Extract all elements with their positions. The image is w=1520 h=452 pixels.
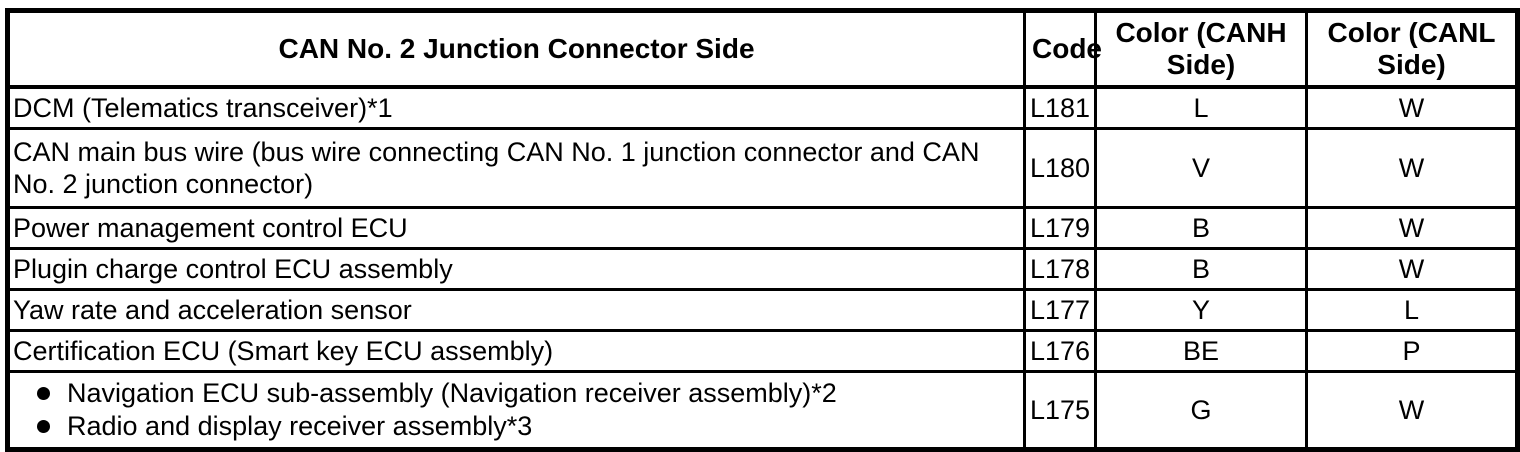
- canl-color-cell: P: [1305, 328, 1519, 373]
- device-cell: Yaw rate and acceleration sensor: [6, 287, 1026, 332]
- device-cell: Navigation ECU sub-assembly (Navigation …: [6, 369, 1026, 451]
- table-row: Yaw rate and acceleration sensor L177 Y …: [6, 287, 1519, 332]
- canh-color-cell: B: [1094, 205, 1308, 250]
- can-junction-connector-table: CAN No. 2 Junction Connector Side Code C…: [5, 8, 1520, 452]
- code-cell: L181: [1023, 85, 1097, 130]
- table-row: Plugin charge control ECU assembly L178 …: [6, 246, 1519, 291]
- canh-color-cell: B: [1094, 246, 1308, 291]
- table-row: DCM (Telematics transceiver)*1 L181 L W: [6, 85, 1519, 130]
- code-cell: L178: [1023, 246, 1097, 291]
- bullet-item-label: Navigation ECU sub-assembly (Navigation …: [67, 377, 837, 408]
- canh-color-cell: BE: [1094, 328, 1308, 373]
- canl-color-cell: L: [1305, 287, 1519, 332]
- col-header-canl-color: Color (CANL Side): [1305, 9, 1519, 90]
- canh-color-cell: G: [1094, 369, 1308, 451]
- table-body: DCM (Telematics transceiver)*1 L181 L W …: [6, 85, 1519, 451]
- col-header-canh-color: Color (CANH Side): [1094, 9, 1308, 90]
- code-cell: L176: [1023, 328, 1097, 373]
- canh-color-cell: L: [1094, 85, 1308, 130]
- canh-color-cell: V: [1094, 126, 1308, 209]
- code-cell: L177: [1023, 287, 1097, 332]
- code-cell: L175: [1023, 369, 1097, 451]
- col-header-connector-side: CAN No. 2 Junction Connector Side: [6, 9, 1026, 90]
- canl-color-cell: W: [1305, 126, 1519, 209]
- canl-color-cell: W: [1305, 85, 1519, 130]
- bullet-icon: [37, 419, 50, 433]
- bullet-list-item: Navigation ECU sub-assembly (Navigation …: [13, 377, 1021, 410]
- canl-color-cell: W: [1305, 246, 1519, 291]
- canl-color-cell: W: [1305, 205, 1519, 250]
- table-row: Certification ECU (Smart key ECU assembl…: [6, 328, 1519, 373]
- table-row: Navigation ECU sub-assembly (Navigation …: [6, 369, 1519, 451]
- code-cell: L180: [1023, 126, 1097, 209]
- bullet-list-item: Radio and display receiver assembly*3: [13, 410, 1021, 443]
- device-cell: Power management control ECU: [6, 205, 1026, 250]
- device-cell: DCM (Telematics transceiver)*1: [6, 85, 1026, 130]
- canh-color-cell: Y: [1094, 287, 1308, 332]
- device-cell: Plugin charge control ECU assembly: [6, 246, 1026, 291]
- header-row: CAN No. 2 Junction Connector Side Code C…: [6, 9, 1519, 90]
- col-header-code: Code: [1023, 9, 1102, 90]
- table-row: CAN main bus wire (bus wire connecting C…: [6, 126, 1519, 209]
- device-cell: CAN main bus wire (bus wire connecting C…: [6, 126, 1026, 209]
- table-row: Power management control ECU L179 B W: [6, 205, 1519, 250]
- code-cell: L179: [1023, 205, 1097, 250]
- device-cell: Certification ECU (Smart key ECU assembl…: [6, 328, 1026, 373]
- bullet-icon: [37, 386, 50, 400]
- bullet-item-label: Radio and display receiver assembly*3: [67, 410, 533, 441]
- canl-color-cell: W: [1305, 369, 1519, 451]
